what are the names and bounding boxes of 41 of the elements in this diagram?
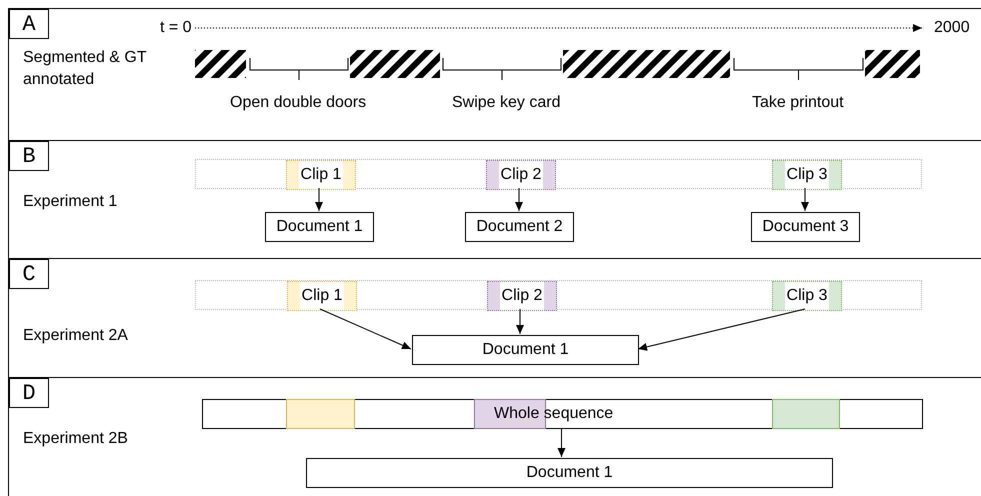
arrow xyxy=(638,308,806,351)
clip-strip xyxy=(195,280,922,310)
document-box: Document 1 xyxy=(265,212,374,242)
document-box: Document 3 xyxy=(751,212,860,242)
document-box: Document 2 xyxy=(465,212,574,242)
time-label: t = 0 xyxy=(160,18,192,38)
activity-label: Swipe key card xyxy=(452,93,560,113)
arrow xyxy=(516,308,524,334)
time-label: 2000 xyxy=(934,18,970,38)
clip-segment xyxy=(474,399,546,429)
panel-heading: Segmented & GT annotated xyxy=(23,48,148,90)
document-box: Document 1 xyxy=(306,458,833,488)
arrow xyxy=(558,428,566,458)
sequence-bar xyxy=(202,399,923,429)
clip-box: Clip 1 xyxy=(287,281,357,311)
arrow xyxy=(320,308,412,350)
panel-heading: Experiment 2A xyxy=(23,326,128,346)
panel-band xyxy=(8,258,981,377)
bar-label: Whole sequence xyxy=(493,404,614,424)
clip-box: Clip 3 xyxy=(772,160,842,190)
activity-label: Take printout xyxy=(752,93,844,113)
clip-box: Clip 1 xyxy=(286,160,356,190)
clip-box: Clip 2 xyxy=(486,160,556,190)
panel-letter-box: B xyxy=(9,141,49,171)
clip-segment xyxy=(772,399,840,429)
arrow xyxy=(515,188,523,212)
panel-letter-box: C xyxy=(9,259,49,289)
arrow xyxy=(801,188,809,212)
panel-letter-box: D xyxy=(9,378,49,408)
panel-band xyxy=(8,140,981,258)
panel-letter-box: A xyxy=(9,9,49,39)
panel-heading: Experiment 1 xyxy=(23,192,118,212)
panel-heading: Experiment 2B xyxy=(23,429,128,449)
clip-box: Clip 2 xyxy=(487,281,557,311)
clip-strip xyxy=(195,159,922,189)
activity-label: Open double doors xyxy=(230,93,366,113)
arrow xyxy=(315,188,323,212)
clip-segment xyxy=(286,399,355,429)
document-box: Document 1 xyxy=(412,335,639,365)
panel-band xyxy=(8,377,981,496)
clip-box: Clip 3 xyxy=(772,281,842,311)
